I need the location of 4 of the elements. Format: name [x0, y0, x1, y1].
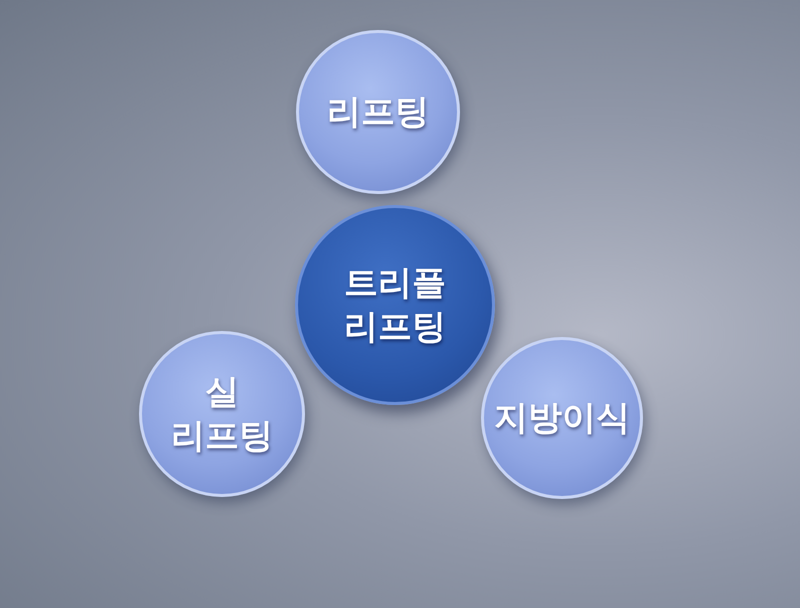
node-label: 실 리프팅 [170, 370, 274, 458]
node-label: 리프팅 [327, 90, 429, 134]
node-label: 지방이식 [494, 396, 630, 440]
node-label: 트리플 리프팅 [343, 262, 447, 349]
